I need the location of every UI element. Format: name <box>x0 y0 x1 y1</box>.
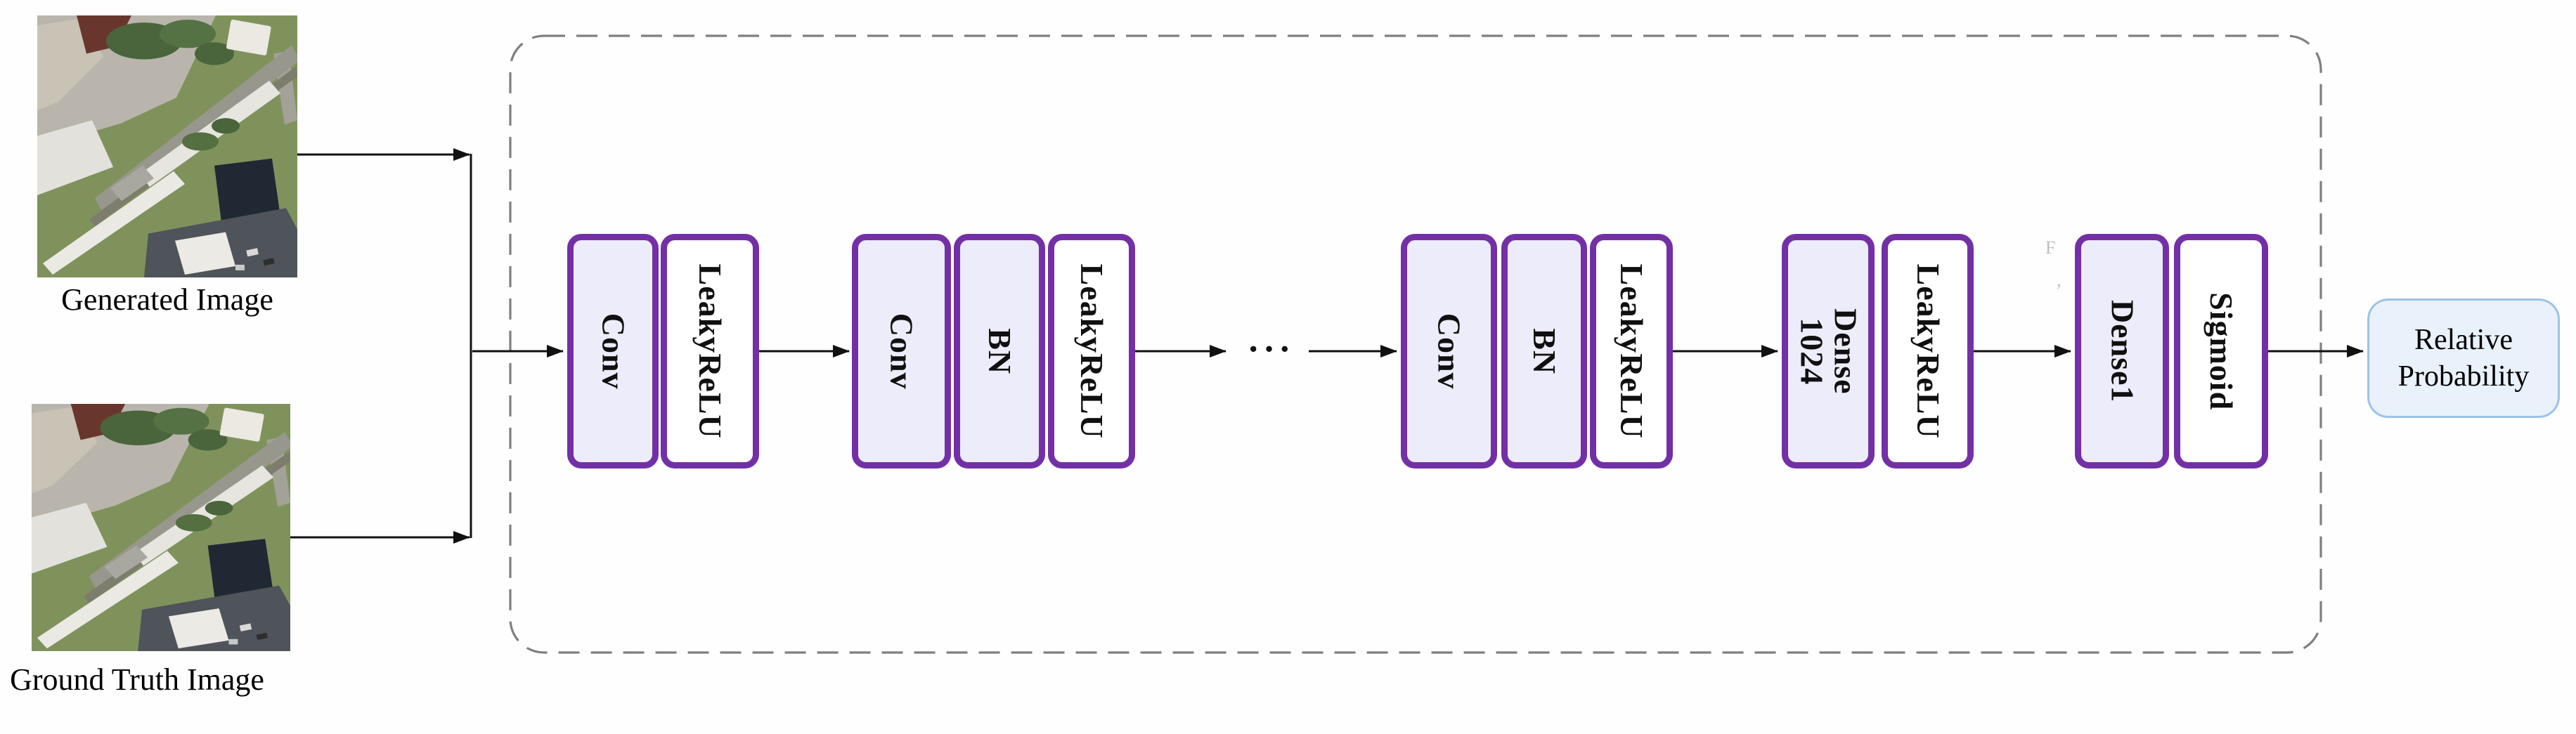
ellipsis-dots: ··· <box>1247 329 1295 369</box>
block-leakyrelu-1: LeakyReLU <box>661 234 759 468</box>
block-conv-1-label: Conv <box>595 313 632 390</box>
connector-arrows <box>290 148 2364 544</box>
block-sigmoid-label: Sigmoid <box>2203 291 2240 411</box>
block-conv-2-label: Conv <box>884 313 920 390</box>
block-dense-1024-line2: 1024 <box>1794 317 1830 385</box>
block-leakyrelu-3: LeakyReLU <box>1590 234 1673 468</box>
block-conv-1: Conv <box>567 234 659 468</box>
relative-probability-line2: Probability <box>2397 360 2530 393</box>
block-bn-2-label: BN <box>1527 328 1563 374</box>
generated-image-label: Generated Image <box>61 282 273 317</box>
ground-truth-image-label: Ground Truth Image <box>10 662 264 697</box>
block-leakyrelu-2-label: LeakyReLU <box>1074 263 1111 439</box>
discriminator-boundary <box>509 34 2322 654</box>
stray-artifact: , <box>2057 270 2062 290</box>
block-sigmoid: Sigmoid <box>2174 234 2268 468</box>
block-leakyrelu-4-label: LeakyReLU <box>1910 263 1946 439</box>
block-conv-3: Conv <box>1401 234 1497 468</box>
stray-artifact: F <box>2045 237 2056 258</box>
block-bn-1-label: BN <box>982 328 1018 374</box>
block-bn-2: BN <box>1501 234 1587 468</box>
block-conv-3-label: Conv <box>1431 313 1468 390</box>
block-leakyrelu-2: LeakyReLU <box>1048 234 1135 468</box>
block-leakyrelu-1-label: LeakyReLU <box>692 263 729 439</box>
block-dense1: Dense1 <box>2075 234 2169 468</box>
block-dense-1024-line1: Dense <box>1827 308 1864 395</box>
block-dense-1024: Dense 1024 <box>1782 234 1875 468</box>
block-dense1-label: Dense1 <box>2104 299 2141 403</box>
block-conv-2: Conv <box>852 234 951 468</box>
block-leakyrelu-4: LeakyReLU <box>1882 234 1974 468</box>
block-dense-1024-label: Dense 1024 <box>1794 308 1863 395</box>
block-bn-1: BN <box>954 234 1045 468</box>
block-leakyrelu-3-label: LeakyReLU <box>1614 263 1650 439</box>
relative-probability-line1: Relative <box>2414 323 2513 356</box>
relative-probability-box: Relative Probability <box>2367 299 2560 418</box>
